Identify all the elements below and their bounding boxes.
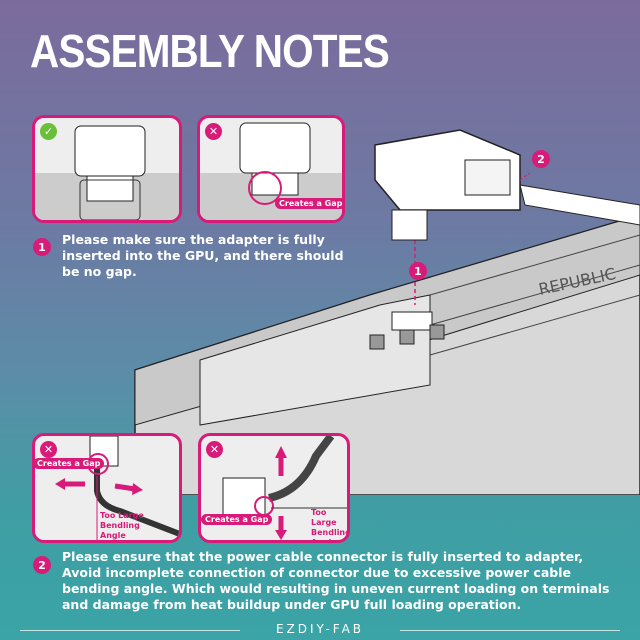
bend-angle-label: Too Large Bendling Angle (100, 511, 144, 540)
footer-line-right (400, 630, 620, 631)
diagram-callout-1: 1 (409, 262, 427, 280)
creates-gap-tag: Creates a Gap (275, 198, 342, 209)
x-icon: ✕ (40, 441, 57, 458)
diagram-callout-2: 2 (532, 150, 550, 168)
bend-panel-2: ✕ Creates a Gap Too Large Bendling Angle (198, 433, 350, 543)
step-1-number: 1 (33, 238, 51, 256)
gap-insertion-panel: ✕ Creates a Gap (197, 115, 345, 223)
bend-panel-1: ✕ Creates a Gap Too Large Bendling Angle (32, 433, 182, 543)
step-1-text: Please make sure the adapter is fully in… (62, 232, 344, 279)
check-icon: ✓ (40, 123, 57, 140)
footer-line-left (20, 630, 240, 631)
correct-insertion-panel: ✓ (32, 115, 182, 223)
brand-footer: EZDIY-FAB (275, 622, 365, 636)
bend-angle-label: Too Large Bendling Angle (311, 508, 350, 543)
gpu-illustration: REPUBLIC (134, 129, 640, 495)
x-icon: ✕ (205, 123, 222, 140)
page-title: ASSEMBLY NOTES (30, 25, 390, 77)
step-2-text: Please ensure that the power cable conne… (62, 549, 610, 612)
creates-gap-tag: Creates a Gap (35, 458, 105, 469)
step-2-number: 2 (33, 556, 51, 574)
creates-gap-tag: Creates a Gap (201, 514, 273, 525)
x-icon: ✕ (206, 441, 223, 458)
